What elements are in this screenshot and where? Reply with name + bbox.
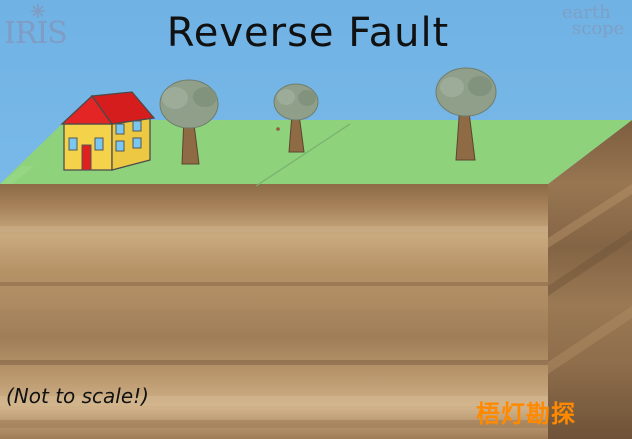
- stratum-band-1: [0, 226, 548, 232]
- ground-surface: [0, 120, 632, 184]
- stratum-band-4: [0, 360, 548, 365]
- scale-note: (Not to scale!): [6, 384, 149, 408]
- ground-highlight: [0, 166, 34, 184]
- house-icon: [60, 91, 156, 171]
- right-side-strata-face: [548, 120, 632, 439]
- ground-pebble: [276, 127, 280, 131]
- stratum-band-3: [0, 310, 548, 324]
- side-band-3: [548, 306, 632, 374]
- iris-logo-star-icon: [31, 4, 45, 18]
- earthscope-logo-bottom: scope: [572, 18, 625, 39]
- tree-icon-1: [159, 79, 219, 165]
- side-band-1: [548, 184, 632, 248]
- iris-logo: IRIS: [4, 16, 68, 51]
- tree-icon-3: [435, 67, 497, 161]
- stratum-band-6: [0, 420, 548, 428]
- stratum-band-2: [0, 282, 548, 286]
- tree-icon-2: [273, 83, 319, 153]
- diagram-title: Reverse Fault: [166, 10, 450, 56]
- side-band-2: [548, 230, 632, 296]
- watermark-text: 梧灯勘探: [476, 400, 576, 428]
- fault-trace-line: [255, 123, 351, 187]
- stratum-band-5: [0, 396, 548, 406]
- earthscope-logo-top: earth: [562, 2, 611, 23]
